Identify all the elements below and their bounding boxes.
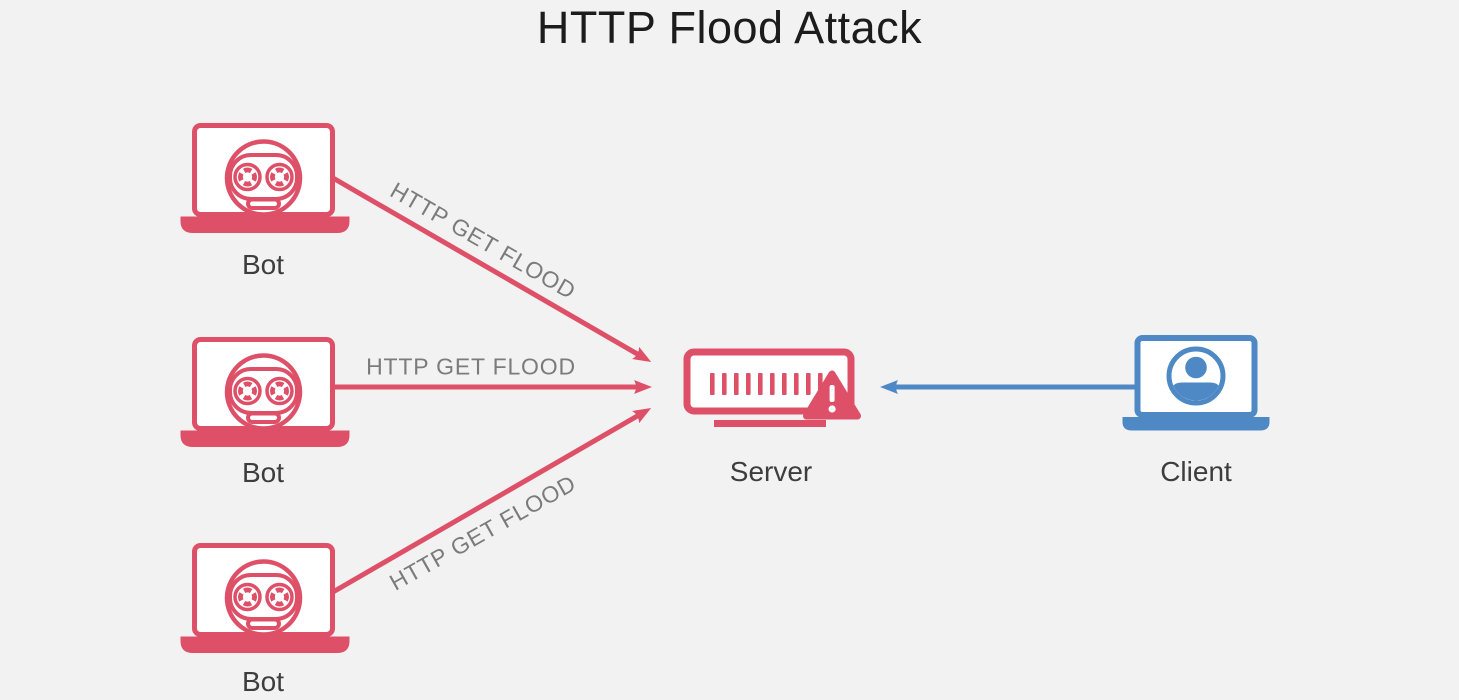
- attack-arrow-bottom: [331, 407, 652, 595]
- user-icon: [1166, 346, 1226, 406]
- server-base-bar: [714, 420, 826, 427]
- server-label: Server: [729, 456, 813, 487]
- client-label: Client: [1160, 456, 1232, 487]
- attack-arrow-top: [331, 175, 652, 363]
- bot-laptop-icon: [181, 340, 350, 448]
- attack-arrows: [331, 175, 652, 595]
- server-icon: [683, 348, 861, 427]
- attack-arrow-middle-label: HTTP GET FLOOD: [366, 353, 576, 380]
- bot-middle-label: Bot: [241, 457, 285, 488]
- client-laptop-icon: [1122, 335, 1270, 431]
- server-vent-slots: [710, 373, 823, 395]
- page-title: HTTP Flood Attack: [536, 2, 923, 53]
- bot-top-label: Bot: [241, 249, 285, 280]
- warning-triangle-icon: [803, 370, 861, 420]
- bot-laptop-icon: [181, 546, 350, 654]
- bot-laptop-icon: [181, 126, 350, 234]
- bot-bottom-label: Bot: [241, 666, 285, 697]
